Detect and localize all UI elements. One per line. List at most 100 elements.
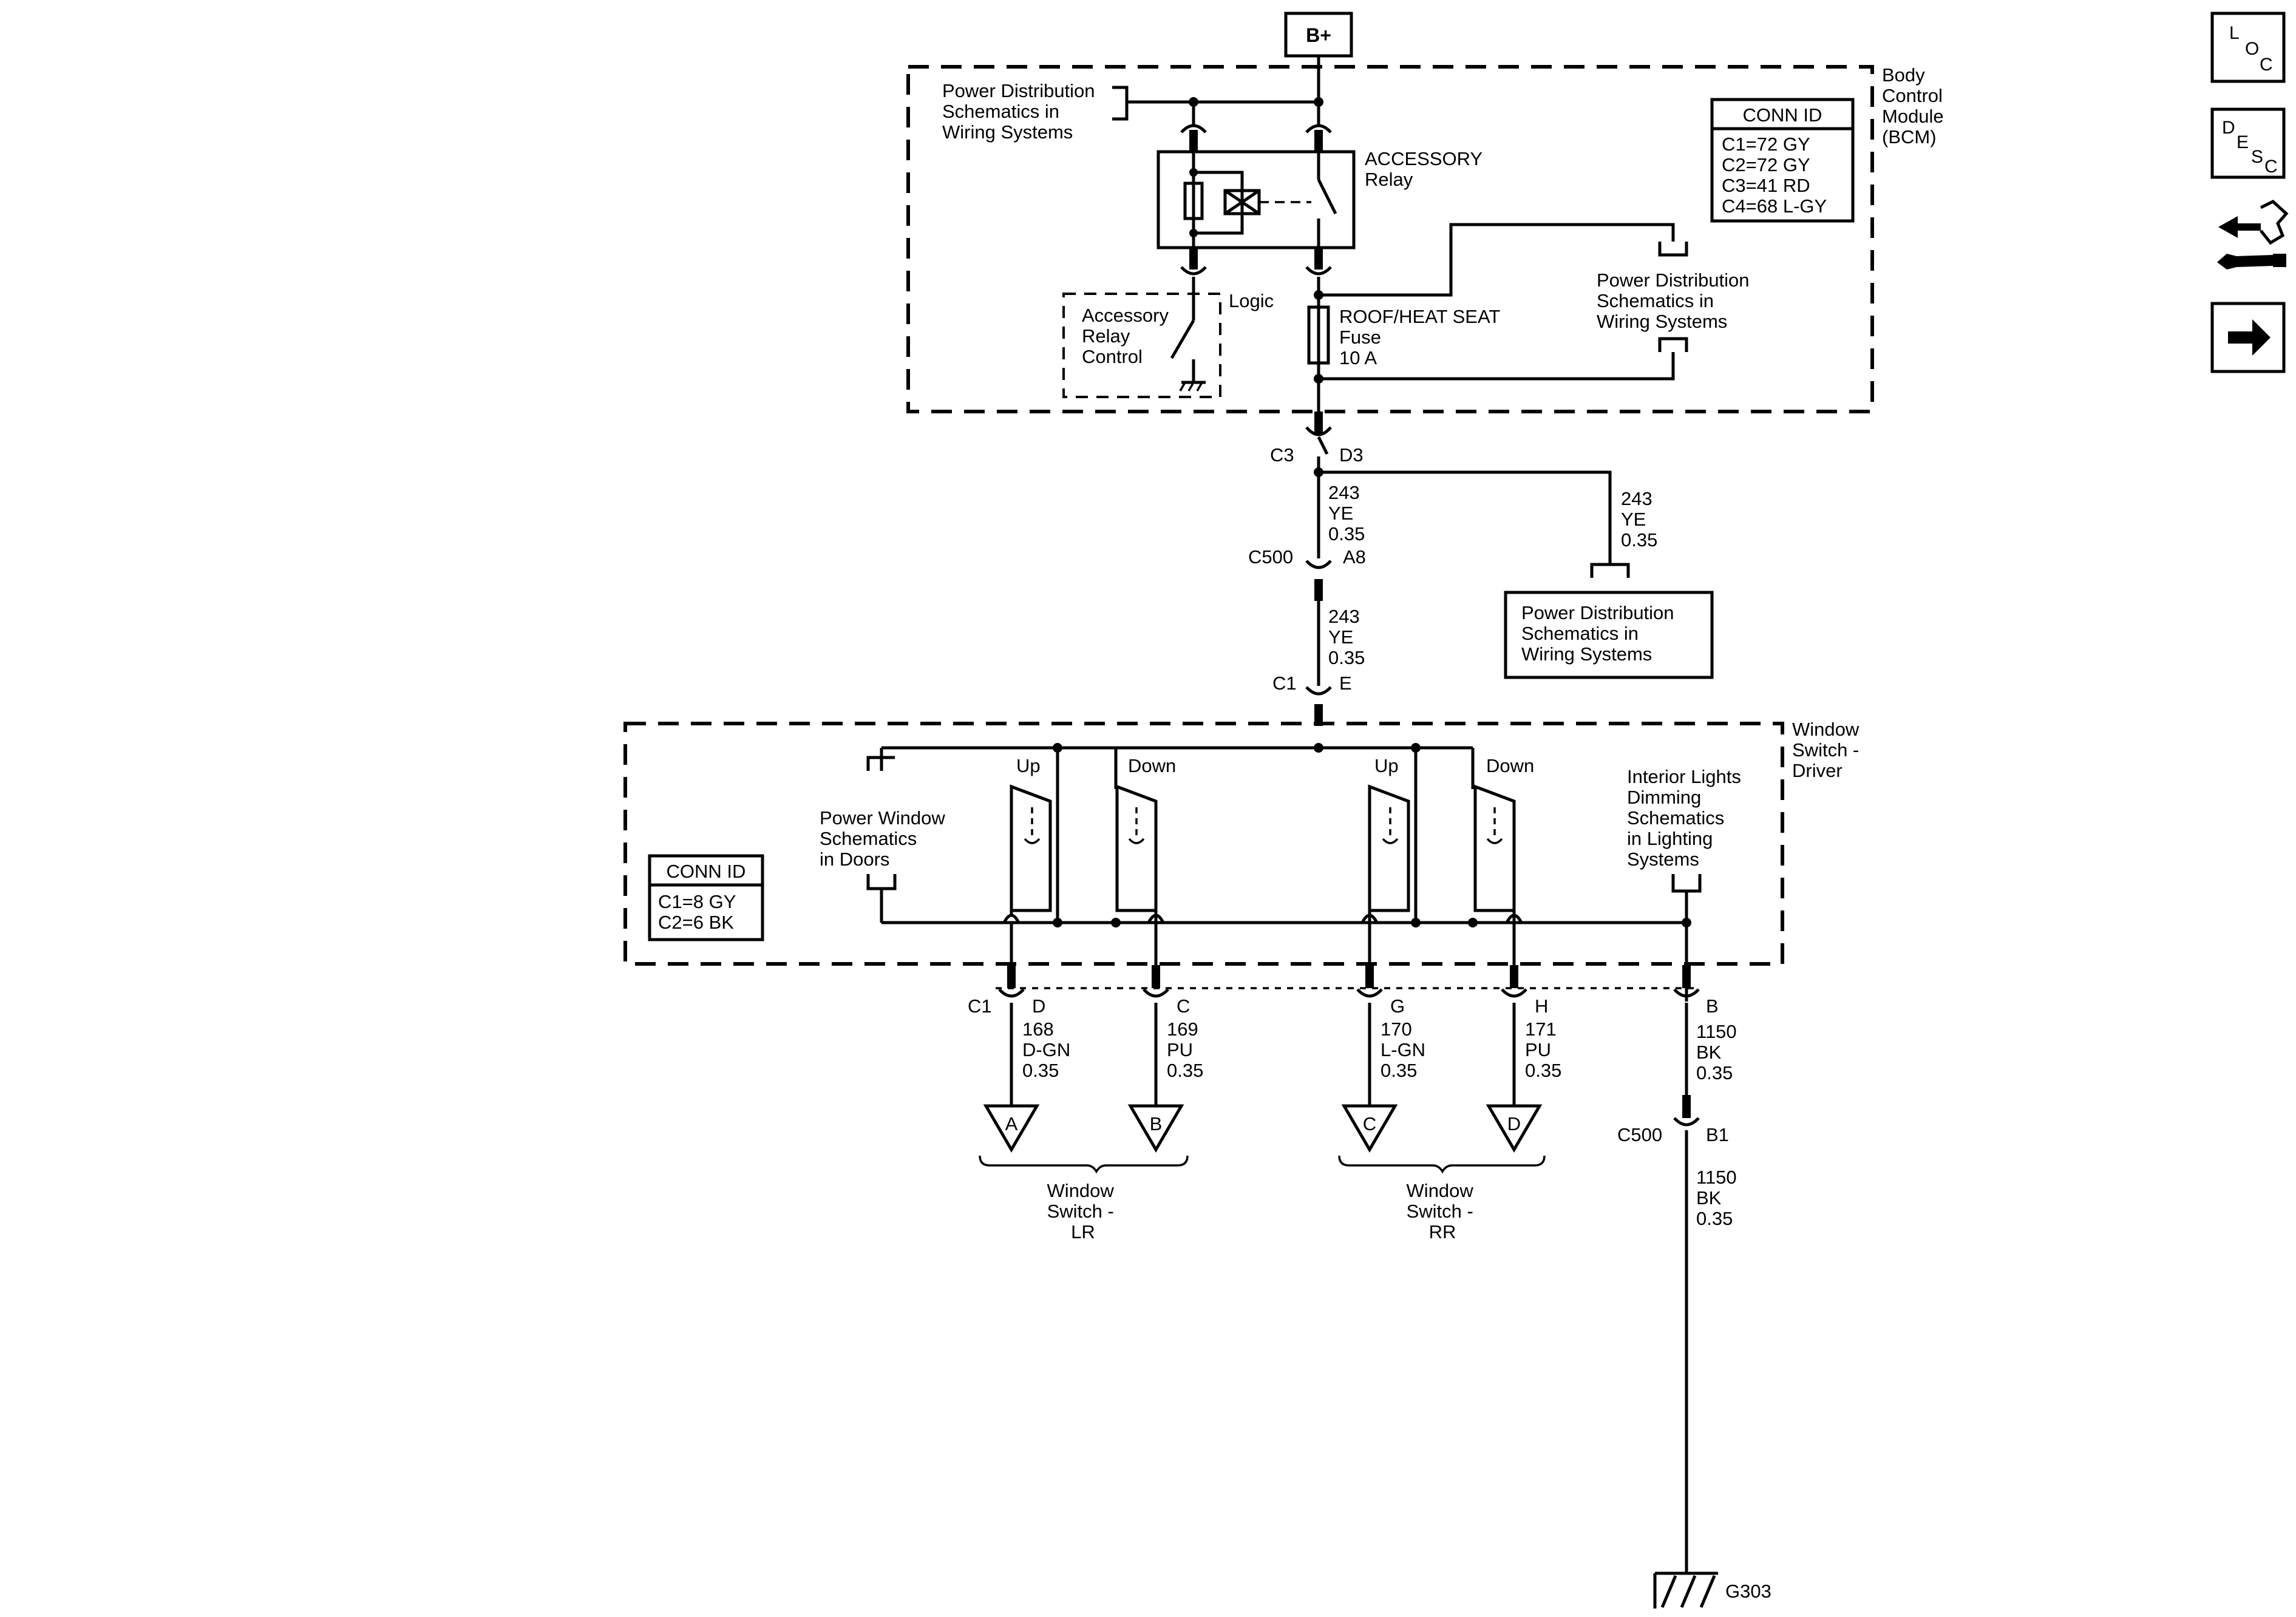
c500-bottom-label: C500 — [1617, 1124, 1662, 1145]
wire-1150-a-label: 1150 BK 0.35 — [1696, 1021, 1742, 1083]
accessory-relay — [1156, 150, 1356, 249]
wire-171-label: 171 PU 0.35 — [1525, 1019, 1561, 1081]
c3-label: C3 — [1270, 444, 1294, 466]
relay-control-label: Accessory Relay Control — [1082, 305, 1174, 367]
wire-1150-b-label: 1150 BK 0.35 — [1696, 1167, 1742, 1229]
window-switch-driver-outline — [623, 722, 1784, 966]
window-switch-driver-label: Window Switch - Driver — [1792, 719, 1864, 781]
chassis-ground-icon — [1179, 381, 1206, 392]
bcm-conn-id-title: CONN ID — [1743, 104, 1822, 126]
accessory-relay-label: ACCESSORY Relay — [1365, 148, 1487, 190]
svg-text:E: E — [2237, 132, 2249, 152]
svg-text:C: C — [2264, 157, 2278, 177]
relay-control-outline — [1062, 293, 1221, 398]
driver-conn-row: C1=8 GY — [658, 891, 736, 912]
relay-pin-connector — [1305, 124, 1332, 134]
window-switch-lr-label: Window Switch - LR — [1047, 1180, 1119, 1242]
svg-text:S: S — [2251, 147, 2263, 167]
svg-text:C: C — [2260, 55, 2273, 75]
d3-label: D3 — [1339, 444, 1364, 466]
offpage-connector-b: B — [1127, 1104, 1184, 1153]
wire-243-c: 243 YE 0.35 — [1328, 606, 1365, 668]
c1-e-connector — [1305, 686, 1332, 696]
bcm-outline — [906, 65, 1874, 413]
lr-brace — [979, 1155, 1189, 1174]
rr-up-label: Up — [1374, 755, 1399, 776]
svg-text:C: C — [1363, 1113, 1376, 1134]
c1-bottom-label: C1 — [968, 995, 992, 1017]
driver-conn-id-title: CONN ID — [667, 861, 746, 882]
svg-text:O: O — [2245, 39, 2259, 59]
driver-conn-row: C2=6 BK — [658, 912, 734, 933]
b1-label: B1 — [1706, 1124, 1729, 1145]
power-dist-side-label: Power Distribution Schematics in Wiring … — [1521, 602, 1679, 665]
description-button[interactable]: D E S C — [2210, 107, 2286, 179]
lr-up-label: Up — [1016, 755, 1041, 776]
power-dist-top-label: Power Distribution Schematics in Wiring … — [942, 80, 1100, 143]
bcm-conn-row: C2=72 GY — [1722, 154, 1810, 175]
c500-a8-connector — [1305, 560, 1332, 569]
wire-170-label: 170 L-GN 0.35 — [1381, 1019, 1431, 1081]
pin-b-label: B — [1706, 995, 1719, 1017]
svg-text:B: B — [1150, 1113, 1163, 1134]
svg-text:A: A — [1005, 1113, 1018, 1134]
a8-label: A8 — [1343, 546, 1366, 568]
fuse-label: ROOF/HEAT SEAT Fuse 10 A — [1339, 306, 1505, 368]
next-arrow-icon[interactable] — [2210, 302, 2286, 373]
lr-down-switch — [1115, 784, 1158, 912]
power-dist-side-box — [1504, 591, 1714, 679]
offpage-connector-d: D — [1486, 1104, 1543, 1153]
rr-up-switch — [1368, 784, 1410, 912]
window-switch-rr-label: Window Switch - RR — [1407, 1180, 1479, 1242]
bcm-conn-row: C1=72 GY — [1722, 134, 1810, 155]
rr-down-label: Down — [1486, 755, 1534, 776]
ground-g303-label: G303 — [1725, 1581, 1771, 1602]
wire-169-label: 169 PU 0.35 — [1167, 1019, 1203, 1081]
offpage-connector-a: A — [983, 1104, 1040, 1153]
offpage-connector-c: C — [1341, 1104, 1398, 1153]
c1-bottom-pins — [998, 965, 1700, 998]
rr-brace — [1338, 1155, 1546, 1174]
bcm-conn-row: C3=41 RD — [1722, 175, 1810, 196]
svg-text:L: L — [2229, 23, 2240, 43]
c3-connector — [1305, 426, 1332, 436]
power-dist-right-label: Power Distribution Schematics in Wiring … — [1597, 270, 1754, 332]
wire-243-a: 243 YE 0.35 — [1328, 482, 1365, 544]
relay-coil-resistor — [1183, 181, 1204, 220]
location-button[interactable]: L O C — [2210, 12, 2286, 83]
relay-pin-connector — [1305, 266, 1332, 276]
svg-text:D: D — [1507, 1113, 1521, 1134]
c500-b1-connector — [1673, 1117, 1700, 1127]
ground-g303-icon — [1653, 1571, 1718, 1609]
pin-c-label: C — [1177, 995, 1190, 1017]
b-plus-label: B+ — [1306, 24, 1331, 46]
power-dist-top-bracket — [1112, 86, 1129, 121]
logic-switch — [1170, 319, 1195, 359]
relay-pin-connector — [1180, 266, 1207, 276]
fuse-feed-wire — [1319, 223, 1675, 297]
bcm-conn-row: C4=68 L-GY — [1722, 195, 1827, 217]
pin-d-label: D — [1032, 995, 1045, 1017]
svg-text:D: D — [2222, 118, 2235, 138]
bcm-module-label: Body Control Module (BCM) — [1882, 64, 1949, 147]
lr-down-label: Down — [1128, 755, 1176, 776]
relay-pin-connector — [1180, 124, 1207, 134]
wire-168-label: 168 D-GN 0.35 — [1022, 1019, 1076, 1081]
c500-top-label: C500 — [1248, 546, 1293, 568]
rr-down-switch — [1473, 784, 1516, 912]
relay-switch-contact — [1317, 178, 1337, 215]
bcm-conn-id-table: CONN ID C1=72 GY C2=72 GY C3=41 RD C4=68… — [1710, 98, 1855, 223]
pin-h-label: H — [1535, 995, 1548, 1017]
logic-label: Logic — [1229, 290, 1274, 311]
splice-to-power-dist — [1319, 470, 1612, 564]
connector-tools-icon[interactable] — [2217, 199, 2289, 270]
pin-g-label: G — [1390, 995, 1405, 1017]
lr-up-switch — [1010, 784, 1052, 912]
e-label: E — [1339, 673, 1352, 694]
c1-top-label: C1 — [1272, 673, 1297, 694]
power-window-label: Power Window Schematics in Doors — [820, 807, 950, 870]
interior-lights-label: Interior Lights Dimming Schematics in Li… — [1627, 766, 1746, 870]
wire-243-b: 243 YE 0.35 — [1621, 488, 1657, 551]
driver-conn-id-table: CONN ID C1=8 GY C2=6 BK — [648, 854, 764, 941]
